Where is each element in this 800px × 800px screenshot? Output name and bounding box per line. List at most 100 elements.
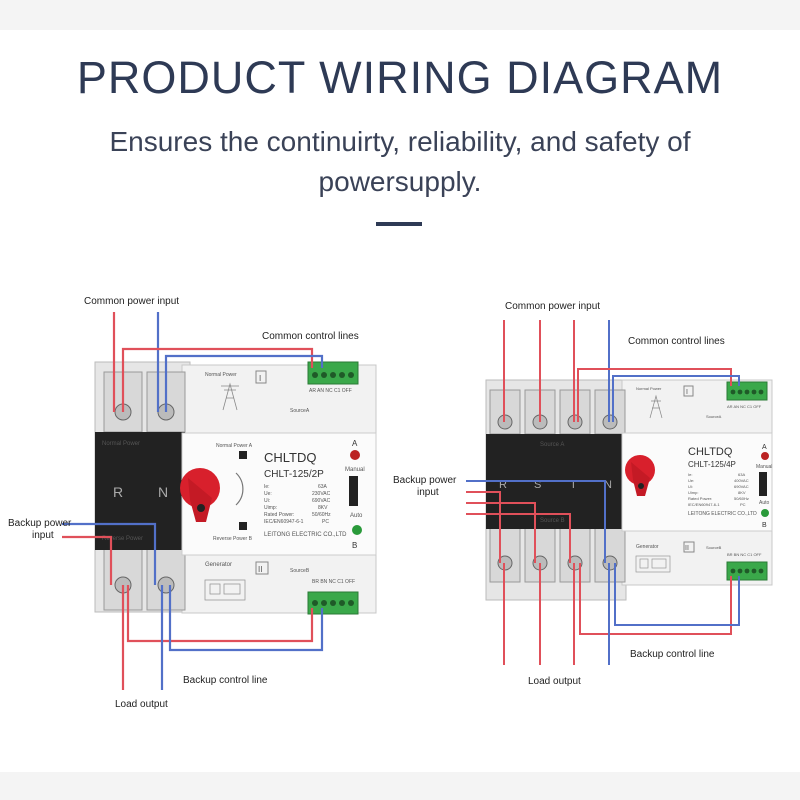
- left-terminals-bottom-label: BR BN NC C1 OFF: [312, 579, 355, 585]
- left-brand: CHLTDQ: [264, 450, 316, 465]
- right-spec-value-5: PC: [740, 502, 746, 507]
- right-wires: [466, 320, 740, 665]
- left-wires: [62, 312, 324, 690]
- left-bottom-terminal-screws: [312, 600, 354, 606]
- right-pole-r: R: [499, 479, 507, 491]
- right-roman-1: I: [686, 389, 688, 396]
- left-model: CHLT-125/2P: [264, 469, 324, 480]
- right-pole-t: T: [570, 479, 577, 491]
- left-roman-2-box: [255, 561, 269, 575]
- left-roman-1: I: [259, 374, 261, 383]
- left-normal-power-a: Normal Power A: [216, 443, 253, 449]
- left-spec-4: Rated Power:: [264, 512, 294, 518]
- left-roman-2: II: [258, 565, 262, 574]
- right-indicator-a-label: A: [762, 444, 767, 451]
- right-spec-value-0: 63A: [738, 472, 745, 477]
- right-generator-label: Generator: [636, 544, 659, 550]
- left-pole-r: R: [113, 484, 123, 500]
- left-generator-label: Generator: [205, 562, 232, 568]
- right-spec-value-2: 690VAC: [734, 484, 749, 489]
- right-spec-4: Rated Power:: [688, 496, 712, 501]
- left-reverse-power-label: Reverse Power: [102, 536, 143, 542]
- right-pole-n: N: [604, 479, 612, 491]
- right-rotary-knob[interactable]: [625, 455, 655, 496]
- left-terminals-top-label: AR AN NC C1 OFF: [309, 388, 352, 394]
- right-normal-power-top: Normal Power: [636, 386, 662, 391]
- right-callout-backup-control-line: Backup control line: [630, 649, 715, 660]
- right-pole-s: S: [534, 479, 541, 491]
- left-spec-3: Uimp:: [264, 505, 277, 511]
- left-spec-value-5: PC: [322, 519, 329, 525]
- right-spec-1: Ue:: [688, 478, 694, 483]
- right-spec-value-1: 400VAC: [734, 478, 749, 483]
- page-title: PRODUCT WIRING DIAGRAM: [76, 52, 724, 103]
- right-model: CHLT-125/4P: [688, 460, 736, 469]
- left-device: Normal Power Reverse Power R N Normal Po…: [8, 296, 377, 710]
- right-source-a-label: Source A: [540, 442, 564, 448]
- right-spec-labels: Ie: Ue: Ui: Uimp: Rated Power: IEC/EN609…: [688, 472, 720, 507]
- left-source-a: SourceA: [290, 408, 310, 414]
- top-band: [0, 0, 800, 30]
- left-indicator-b: [352, 525, 362, 535]
- left-window-a: [239, 451, 247, 459]
- right-callout-common-control-lines: Common control lines: [628, 336, 725, 347]
- left-callout-load-output: Load output: [115, 699, 168, 710]
- left-source-b: SourceB: [290, 568, 310, 574]
- left-bottom-screw-n: [157, 576, 175, 594]
- left-callout-backup-control-line: Backup control line: [183, 675, 268, 686]
- right-roman-2-box: [683, 541, 695, 553]
- left-maker: LEITONG ELECTRIC CO.,LTD: [264, 532, 347, 538]
- left-window-b: [239, 522, 247, 530]
- right-pylon-icon: [649, 394, 663, 419]
- left-rotary-knob[interactable]: [180, 468, 220, 522]
- left-spec-labels: Ie: Ue: Ui: Uimp: Rated Power: IEC/EN609…: [264, 484, 304, 525]
- right-device: Source A Source B R S T N Normal Power I…: [393, 301, 773, 687]
- left-rotation-arrow-icon: [235, 472, 244, 506]
- left-spec-value-4: 50/60Hz: [312, 512, 331, 518]
- right-auto-label: Auto: [759, 500, 770, 506]
- left-manual-label: Manual: [345, 467, 365, 473]
- right-indicator-a: [761, 452, 769, 460]
- left-indicator-a: [350, 450, 360, 460]
- right-source-b-label: Source B: [540, 518, 565, 524]
- right-source-b-small: SourceB: [706, 545, 722, 550]
- left-spec-values: 63A 230VAC 690VAC 8KV 50/60Hz PC: [312, 484, 331, 525]
- left-spec-value-2: 690VAC: [312, 498, 331, 504]
- left-reverse-power-b: Reverse Power B: [213, 536, 253, 542]
- left-normal-power-label: Normal Power: [102, 441, 140, 447]
- right-spec-value-3: 8KV: [738, 490, 746, 495]
- right-source-a-small: SourceA: [706, 414, 722, 419]
- left-callout-common-power-input: Common power input: [84, 296, 179, 307]
- right-indicator-b: [761, 509, 769, 517]
- page-subtitle: Ensures the continuirty, reliability, an…: [109, 126, 691, 197]
- left-spec-value-3: 8KV: [318, 505, 328, 511]
- left-indicator-a-label: A: [352, 439, 358, 448]
- right-spec-value-4: 50/60Hz: [734, 496, 749, 501]
- left-auto-label: Auto: [350, 513, 363, 519]
- title-divider: [376, 222, 422, 226]
- right-brand: CHLTDQ: [688, 446, 733, 458]
- right-spec-0: Ie:: [688, 472, 692, 477]
- left-pole-n: N: [158, 484, 168, 500]
- left-spec-0: Ie:: [264, 484, 270, 490]
- right-roman-2: II: [685, 545, 689, 552]
- right-bottom-terminal-screws: [730, 568, 764, 574]
- left-bottom-terminal-n: [146, 547, 186, 611]
- right-manual-auto-switch[interactable]: [759, 472, 767, 496]
- left-spec-1: Ue:: [264, 491, 272, 497]
- left-manual-auto-switch[interactable]: [349, 476, 358, 506]
- right-indicator-b-label: B: [762, 522, 767, 529]
- pylon-icon: [221, 382, 239, 411]
- right-spec-5: IEC/EN60947-6-1: [688, 502, 720, 507]
- left-spec-value-0: 63A: [318, 484, 328, 490]
- right-top-terminal-screws: [730, 389, 764, 395]
- left-normal-power-top: Normal Power: [205, 372, 237, 378]
- right-callout-common-power-input: Common power input: [505, 301, 600, 312]
- right-generator-icon: [635, 555, 671, 573]
- right-spec-3: Uimp:: [688, 490, 698, 495]
- right-spec-values: 63A 400VAC 690VAC 8KV 50/60Hz PC: [734, 472, 749, 507]
- left-dark-band: [95, 432, 185, 550]
- left-roman-1-box: [255, 370, 267, 384]
